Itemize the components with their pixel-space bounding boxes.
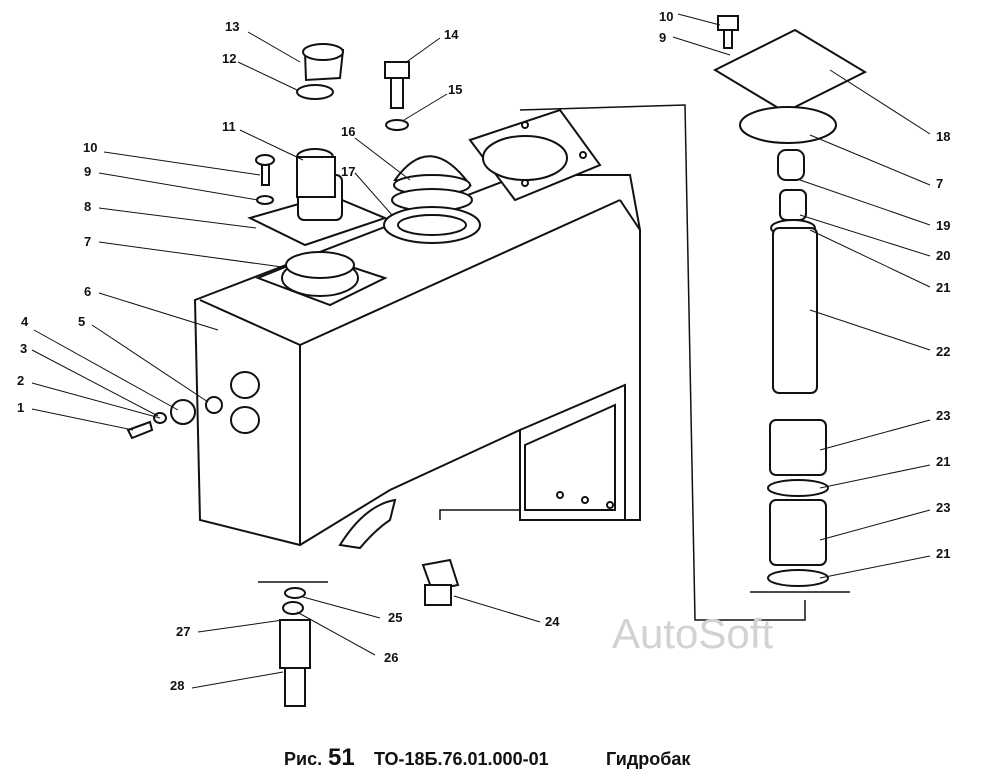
callout-10-filter: 10 [659, 9, 673, 24]
callout-2: 2 [17, 373, 24, 388]
callout-11: 11 [222, 119, 236, 134]
caption-code: ТО-18Б.76.01.000-01 [374, 749, 549, 769]
filler-assembly [247, 148, 388, 247]
breather-16 [383, 155, 481, 244]
callout-labels: 13 12 14 15 11 10 9 8 7 6 16 17 4 5 3 2 … [17, 9, 950, 693]
callout-21-b: 21 [936, 454, 950, 469]
callout-28: 28 [170, 678, 184, 693]
drain-fitting [279, 498, 397, 707]
caption-prefix: Рис. [284, 749, 322, 769]
assembly-lines [258, 104, 850, 621]
left-flange [255, 251, 388, 307]
callout-4: 4 [21, 314, 29, 329]
callout-10: 10 [83, 140, 97, 155]
leader-lines [31, 13, 931, 689]
caption-number: 51 [328, 744, 355, 771]
callout-19: 19 [936, 218, 950, 233]
caption-title: Гидробак [606, 749, 691, 769]
bolt-14 [384, 61, 410, 131]
callout-25: 25 [388, 610, 402, 625]
callout-20: 20 [936, 248, 950, 263]
callout-7-filter: 7 [936, 176, 943, 191]
callout-6: 6 [84, 284, 91, 299]
callout-9-filter: 9 [659, 30, 666, 45]
callout-27: 27 [176, 624, 190, 639]
callout-8: 8 [84, 199, 91, 214]
callout-1: 1 [17, 400, 24, 415]
callout-23-b: 23 [936, 500, 950, 515]
callout-17: 17 [341, 164, 355, 179]
callout-12: 12 [222, 51, 236, 66]
filter-assembly [712, 28, 868, 587]
callout-16: 16 [341, 124, 355, 139]
callout-18: 18 [936, 129, 950, 144]
breather-cap [296, 43, 345, 100]
callout-23-a: 23 [936, 408, 950, 423]
callout-22: 22 [936, 344, 950, 359]
top-flange [468, 108, 602, 202]
callout-3: 3 [20, 341, 27, 356]
callout-21-a: 21 [936, 280, 950, 295]
callout-15: 15 [448, 82, 462, 97]
plug-24 [421, 558, 460, 606]
callout-24: 24 [545, 614, 560, 629]
callout-13: 13 [225, 19, 239, 34]
port-fittings [126, 371, 260, 440]
watermark: AutoSoft [612, 610, 773, 657]
bolt-10-top [717, 15, 739, 49]
callout-26: 26 [384, 650, 398, 665]
callout-9: 9 [84, 164, 91, 179]
callout-14: 14 [444, 27, 459, 42]
callout-5: 5 [78, 314, 85, 329]
figure-caption: Рис. 51 ТО-18Б.76.01.000-01 Гидробак [284, 744, 691, 771]
callout-21-c: 21 [936, 546, 950, 561]
callout-7: 7 [84, 234, 91, 249]
